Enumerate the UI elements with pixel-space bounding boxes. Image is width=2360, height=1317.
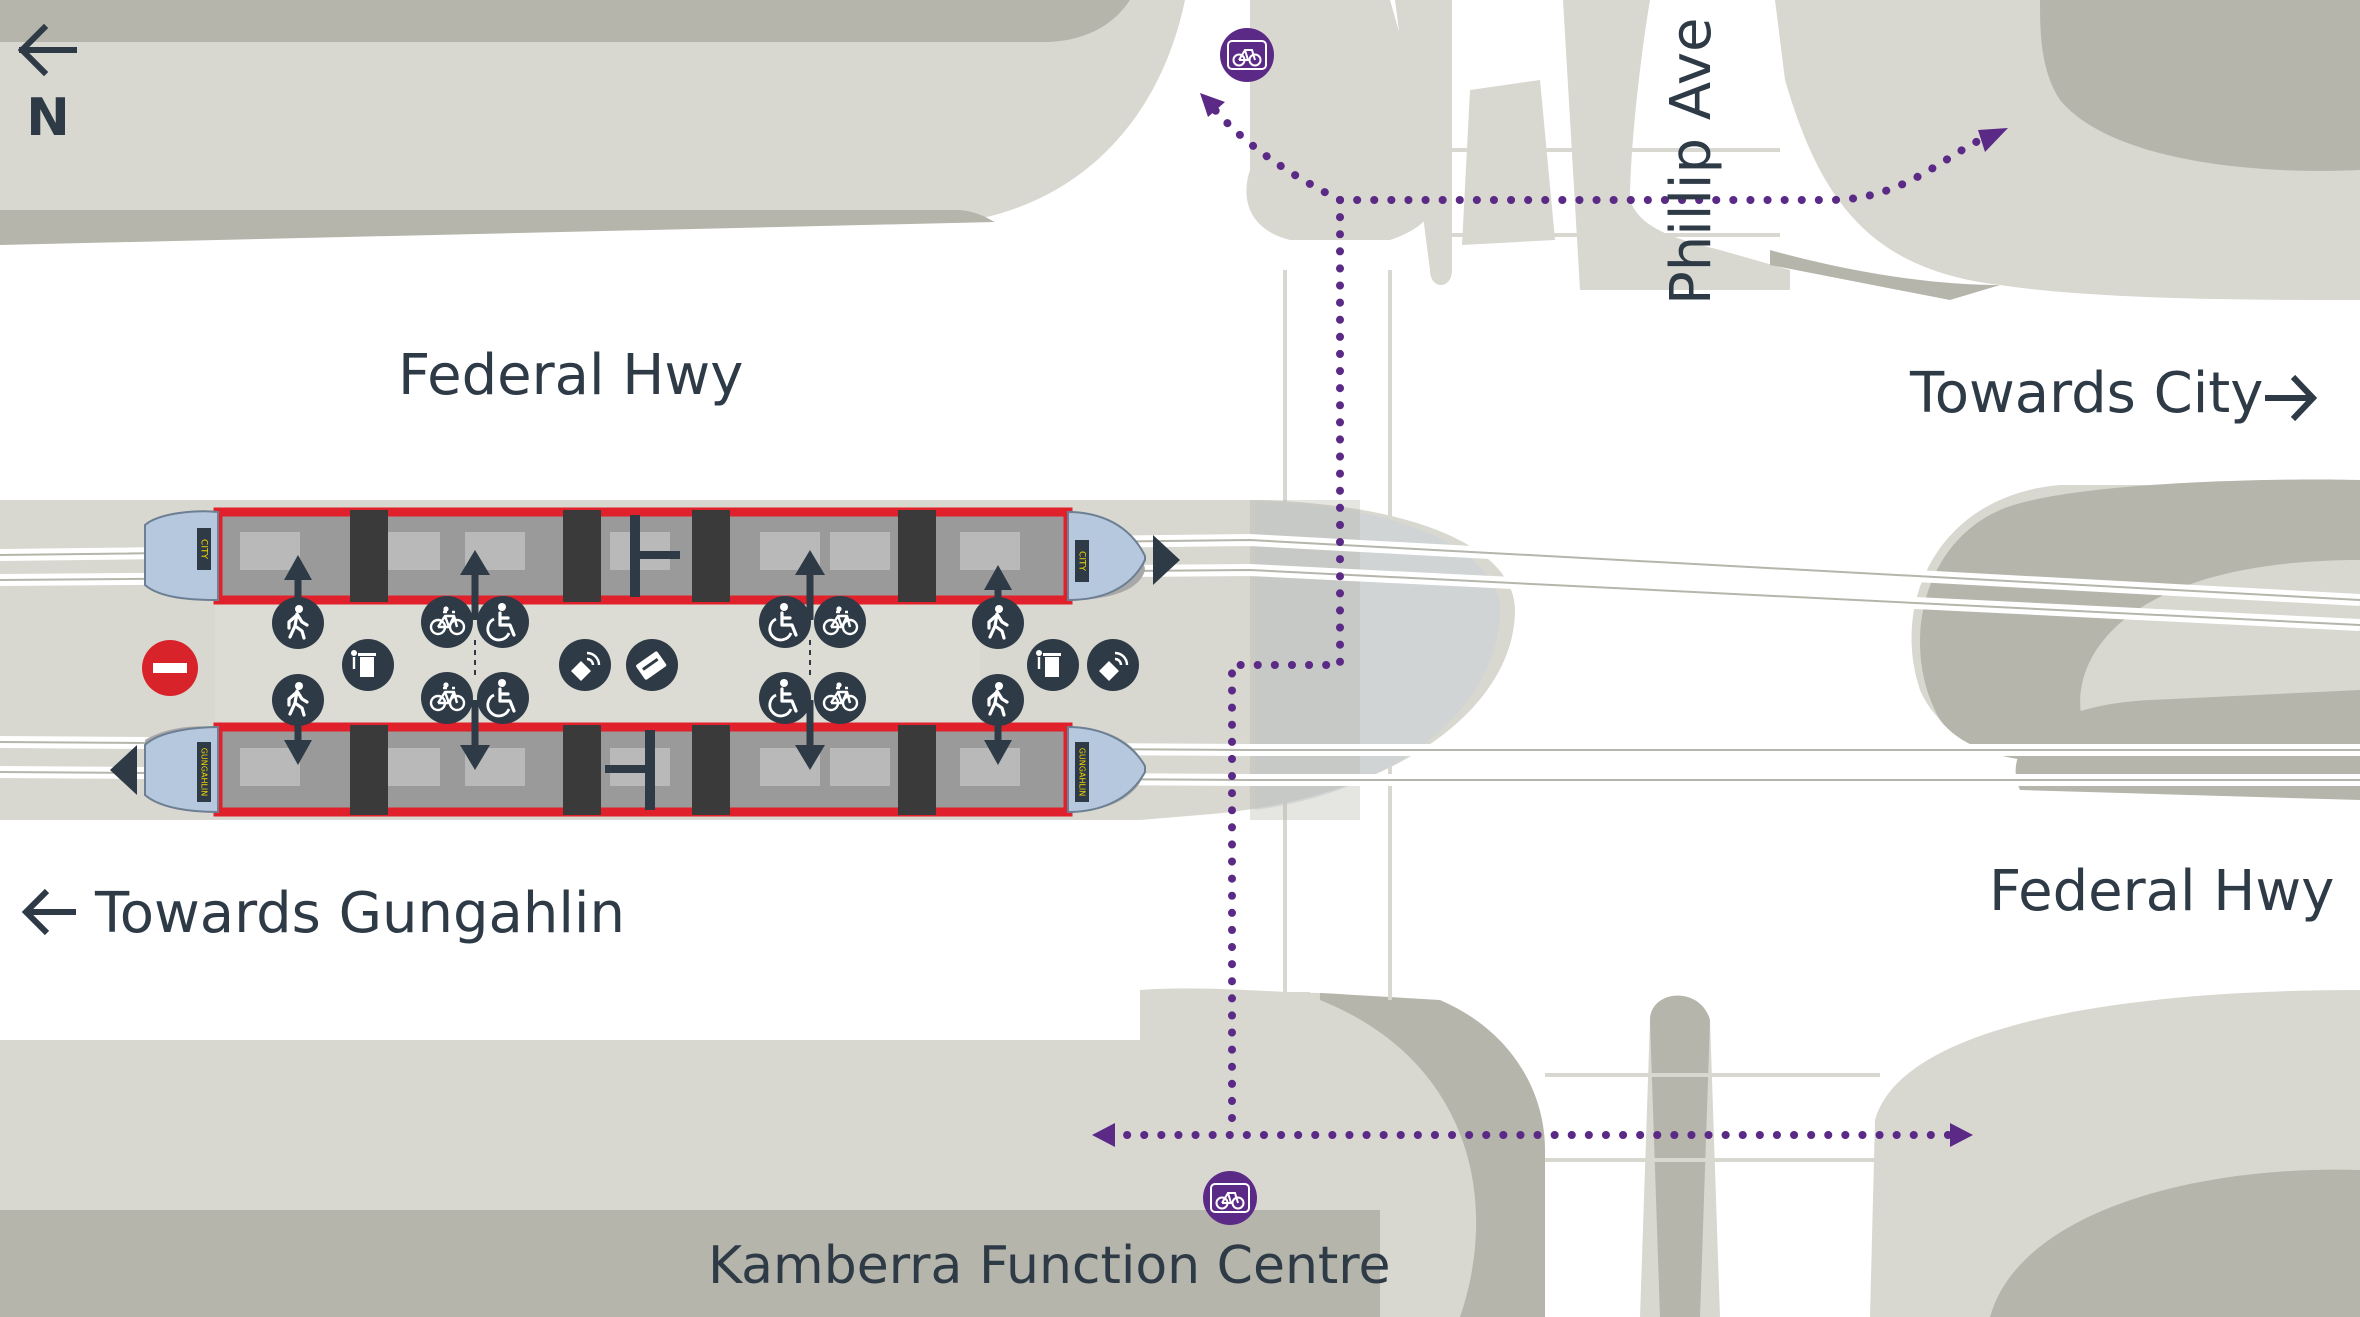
pedestrian-icon — [972, 674, 1024, 726]
arrow-icon — [1978, 128, 2008, 152]
street-label-phillip-ave: Phillip Ave — [1659, 18, 1724, 305]
pedestrian-icon — [972, 597, 1024, 649]
ticket-machine-icon — [626, 639, 678, 691]
direction-label-towards-gungahlin: Towards Gungahlin — [94, 881, 625, 946]
direction-arrow-gungahlin-icon — [110, 745, 137, 795]
bicycle-icon — [814, 596, 866, 648]
wheelchair-icon — [477, 672, 529, 724]
tram-destination-city: CITY — [199, 539, 209, 559]
direction-arrow-city-icon — [1153, 535, 1180, 585]
pedestrian-icon — [272, 674, 324, 726]
bicycle-icon — [421, 672, 473, 724]
arrow-icon — [1200, 93, 1225, 117]
arrow-icon — [1950, 1123, 1973, 1147]
arrow-icon — [1092, 1123, 1115, 1147]
arrow-right-icon — [2265, 374, 2318, 422]
street-label-federal-hwy-south: Federal Hwy — [1989, 859, 2334, 924]
bike-route-icon — [1202, 1170, 1258, 1226]
bike-route-icon — [1219, 27, 1275, 83]
pedestrian-icon — [272, 597, 324, 649]
wheelchair-icon — [477, 596, 529, 648]
tram-destination-gungahlin: GUNGAHLIN — [200, 748, 209, 797]
arrow-left-icon — [17, 23, 77, 77]
tram-gungahlin-bound: GUNGAHLIN GUNGAHLIN — [110, 722, 1146, 817]
tram-city-bound: CITY CITY — [144, 507, 1180, 605]
tram-destination-gungahlin-front: GUNGAHLIN — [1078, 748, 1087, 797]
rubbish-bin-icon — [1027, 639, 1079, 691]
bicycle-icon — [421, 596, 473, 648]
rubbish-bin-icon — [342, 639, 394, 691]
tram-destination-city-front: CITY — [1077, 551, 1087, 571]
no-entry-icon — [142, 640, 198, 696]
direction-label-towards-city: Towards City — [1909, 361, 2263, 426]
card-tap-icon — [1087, 639, 1139, 691]
boarding-arrows — [284, 550, 1012, 770]
street-label-federal-hwy-north: Federal Hwy — [398, 343, 743, 408]
platform-icons — [142, 596, 1139, 726]
north-compass: N — [17, 23, 77, 148]
north-label: N — [26, 88, 70, 148]
bicycle-icon — [814, 672, 866, 724]
arrow-left-icon — [21, 888, 76, 936]
wheelchair-icon — [759, 672, 811, 724]
wheelchair-icon — [759, 596, 811, 648]
bike-route-paths — [1106, 106, 1984, 1139]
card-tap-icon — [559, 639, 611, 691]
place-label-kamberra: Kamberra Function Centre — [708, 1236, 1391, 1296]
